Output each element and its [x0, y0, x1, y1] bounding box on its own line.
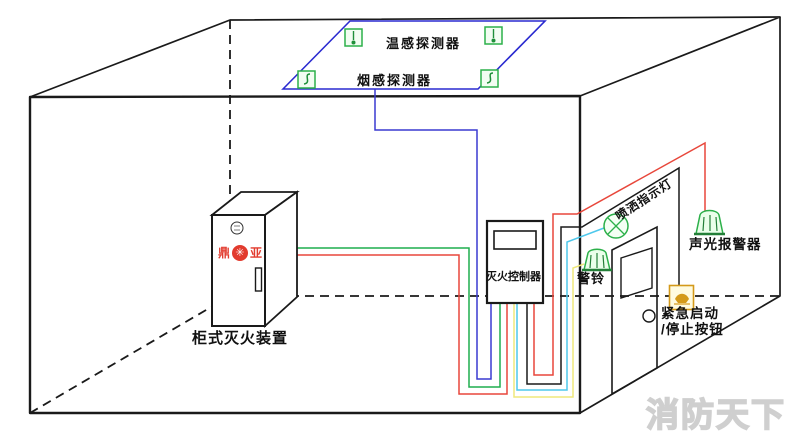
emergency-button-label-line1: 紧急启动 — [661, 306, 719, 321]
cabinet-label: 柜式灭火装置 — [192, 330, 289, 347]
wire-detectors-blue — [374, 89, 492, 380]
heat-detector-icon — [484, 26, 503, 45]
door — [611, 225, 658, 396]
heat-probe-dot — [491, 38, 496, 43]
emergency-start-stop-button-icon — [668, 284, 695, 311]
sound-light-alarm-label: 声光报警器 — [689, 237, 762, 252]
wire-cabinet-red — [297, 254, 508, 395]
smoke-s-curve — [486, 72, 494, 84]
wire-alarm-bell-yellow — [513, 263, 585, 398]
wire-emergency-button-black — [526, 166, 680, 385]
door-window — [620, 247, 653, 299]
wire-cabinet-green — [297, 247, 501, 388]
smoke-detector-box — [480, 69, 499, 88]
heat-probe-dot — [351, 40, 356, 45]
emergency-button-label: 紧急启动 /停止按钮 — [661, 306, 724, 338]
smoke-s-curve — [303, 73, 311, 85]
indicator-lamp-cross — [607, 217, 625, 235]
wire-spray-indicator-cyan — [516, 227, 605, 391]
smoke-detector-box — [297, 70, 316, 89]
wire-sound-light-alarm-red — [533, 141, 706, 376]
cabinet-brand-left: 鼎 — [218, 246, 231, 260]
smoke-detector-icon — [297, 70, 316, 89]
emergency-button-label-line2: /停止按钮 — [661, 322, 724, 337]
heat-detector-icon — [344, 28, 363, 47]
door-knob — [642, 309, 656, 323]
watermark: 消防天下 — [645, 395, 786, 434]
controller-screen — [493, 230, 537, 250]
siren-stripes — [702, 215, 718, 232]
ceiling-outline — [29, 16, 781, 98]
cabinet-brand-right: 亚 — [250, 246, 263, 260]
controller-output-wires — [513, 141, 706, 398]
button-plate — [668, 284, 695, 311]
controller-input-wires — [297, 89, 508, 395]
cabinet-handle — [254, 267, 263, 292]
ceiling-detector-zone — [281, 20, 547, 90]
hidden-edge-floor-left — [29, 295, 231, 414]
controller-label: 灭火控制器 — [486, 271, 541, 283]
cabinet-unit — [209, 190, 300, 329]
spray-indicator-light-icon — [603, 213, 629, 239]
cabinet-seal-icon — [230, 221, 244, 235]
heat-detector-icons — [344, 26, 503, 47]
bell-stripes — [589, 253, 605, 269]
heat-detector-label: 温感探测器 — [386, 36, 462, 51]
smoke-detector-label: 烟感探测器 — [357, 73, 433, 88]
cabinet-brand: 鼎 ✳ 亚 — [218, 244, 262, 261]
cabinet-seal-marks — [234, 225, 240, 231]
cabinet-brand-emblem-icon: ✳ — [232, 244, 249, 261]
alarm-bell-icon — [582, 248, 612, 272]
controller-unit — [485, 219, 545, 305]
alarm-bell-label: 警铃 — [577, 271, 606, 286]
sound-light-alarm-icon — [694, 209, 725, 236]
smoke-detector-icon — [480, 69, 499, 88]
door-frame — [611, 225, 658, 396]
cabinet-side-face — [264, 190, 298, 329]
smoke-detector-icons — [297, 69, 499, 89]
button-symbol — [675, 293, 689, 303]
